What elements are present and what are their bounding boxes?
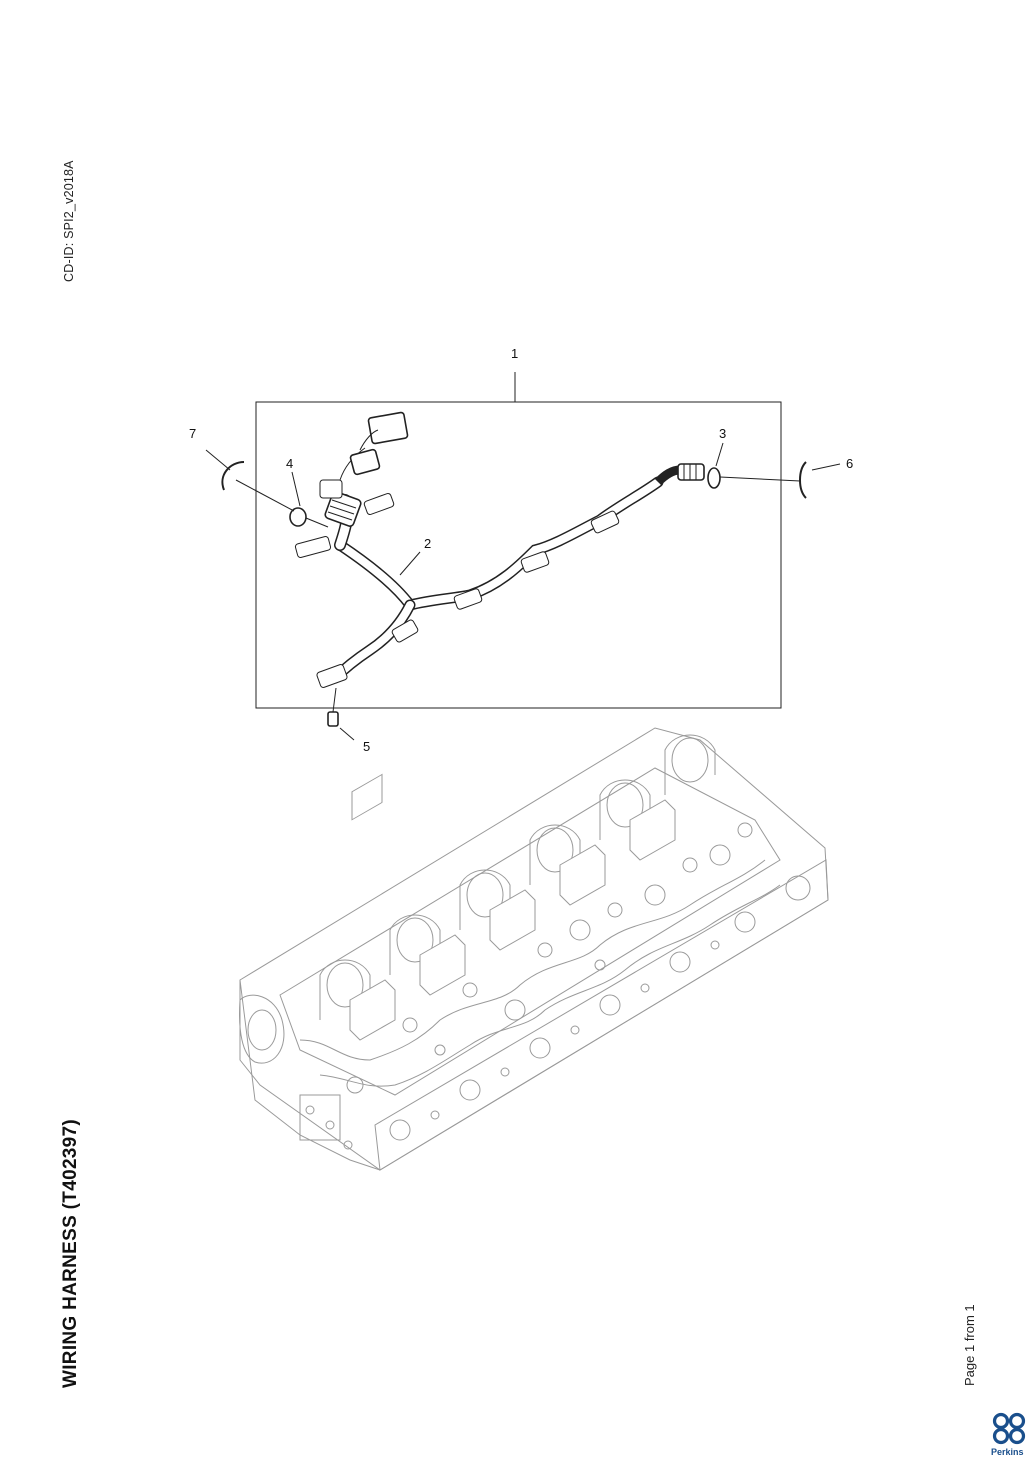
leader-3 xyxy=(715,442,724,467)
o-ring-3 xyxy=(707,467,721,489)
clip-7 xyxy=(221,461,245,491)
o-ring-4 xyxy=(289,507,307,527)
assembly-line-4 xyxy=(305,517,329,528)
callout-5: 5 xyxy=(363,739,370,754)
callout-6: 6 xyxy=(846,456,853,471)
leader-6 xyxy=(811,463,841,471)
assembly-line-6 xyxy=(719,476,801,482)
brand-name: Perkins xyxy=(991,1447,1024,1457)
callout-3: 3 xyxy=(719,426,726,441)
perkins-logo-icon xyxy=(992,1412,1026,1445)
cylinder-head-illustration xyxy=(239,727,829,1171)
wiring-harness xyxy=(294,411,705,688)
assembly-line-7 xyxy=(235,479,295,512)
bolt-5 xyxy=(327,687,355,741)
clip-6 xyxy=(799,461,807,499)
callout-7: 7 xyxy=(189,426,196,441)
callout-1: 1 xyxy=(511,346,518,361)
callout-4: 4 xyxy=(286,456,293,471)
leader-7 xyxy=(205,449,231,471)
leader-4 xyxy=(291,471,301,507)
harness-group-frame xyxy=(255,401,782,709)
callout-2: 2 xyxy=(424,536,431,551)
